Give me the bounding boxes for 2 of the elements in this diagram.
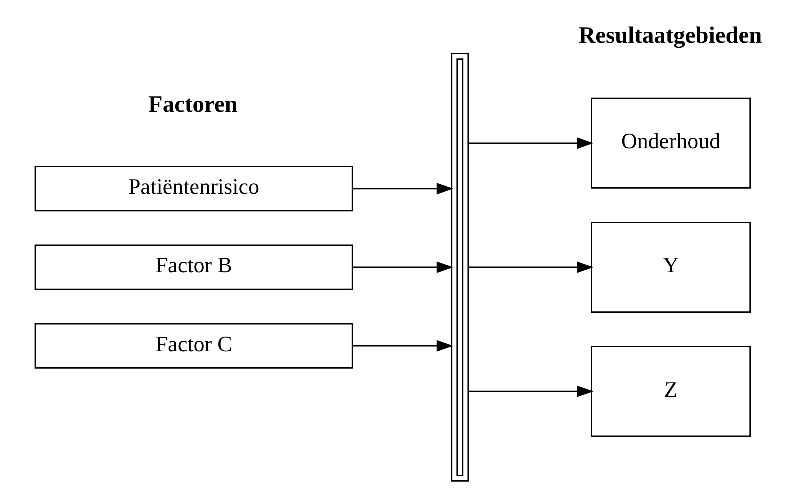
label: Resultaatgebieden bbox=[578, 22, 762, 49]
label: Factoren bbox=[148, 92, 238, 118]
